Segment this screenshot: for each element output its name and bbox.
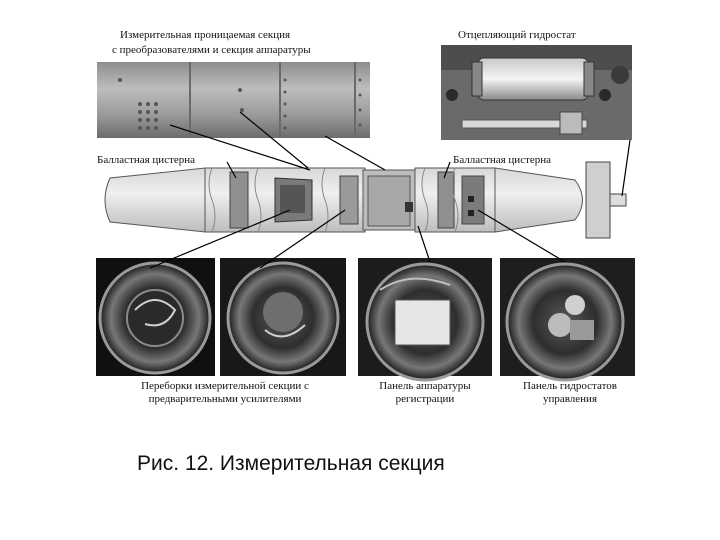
figure-caption: Рис. 12. Измерительная секция <box>137 452 445 476</box>
photo-panel-hydrostats <box>500 258 635 380</box>
photo-measuring-section <box>97 62 370 138</box>
photo-bulkhead-2 <box>220 258 346 376</box>
photo-bulkhead-1 <box>96 258 215 376</box>
photo-panel-registration <box>358 258 492 380</box>
buoy-body <box>105 162 626 238</box>
photo-hydrostat <box>441 45 632 140</box>
